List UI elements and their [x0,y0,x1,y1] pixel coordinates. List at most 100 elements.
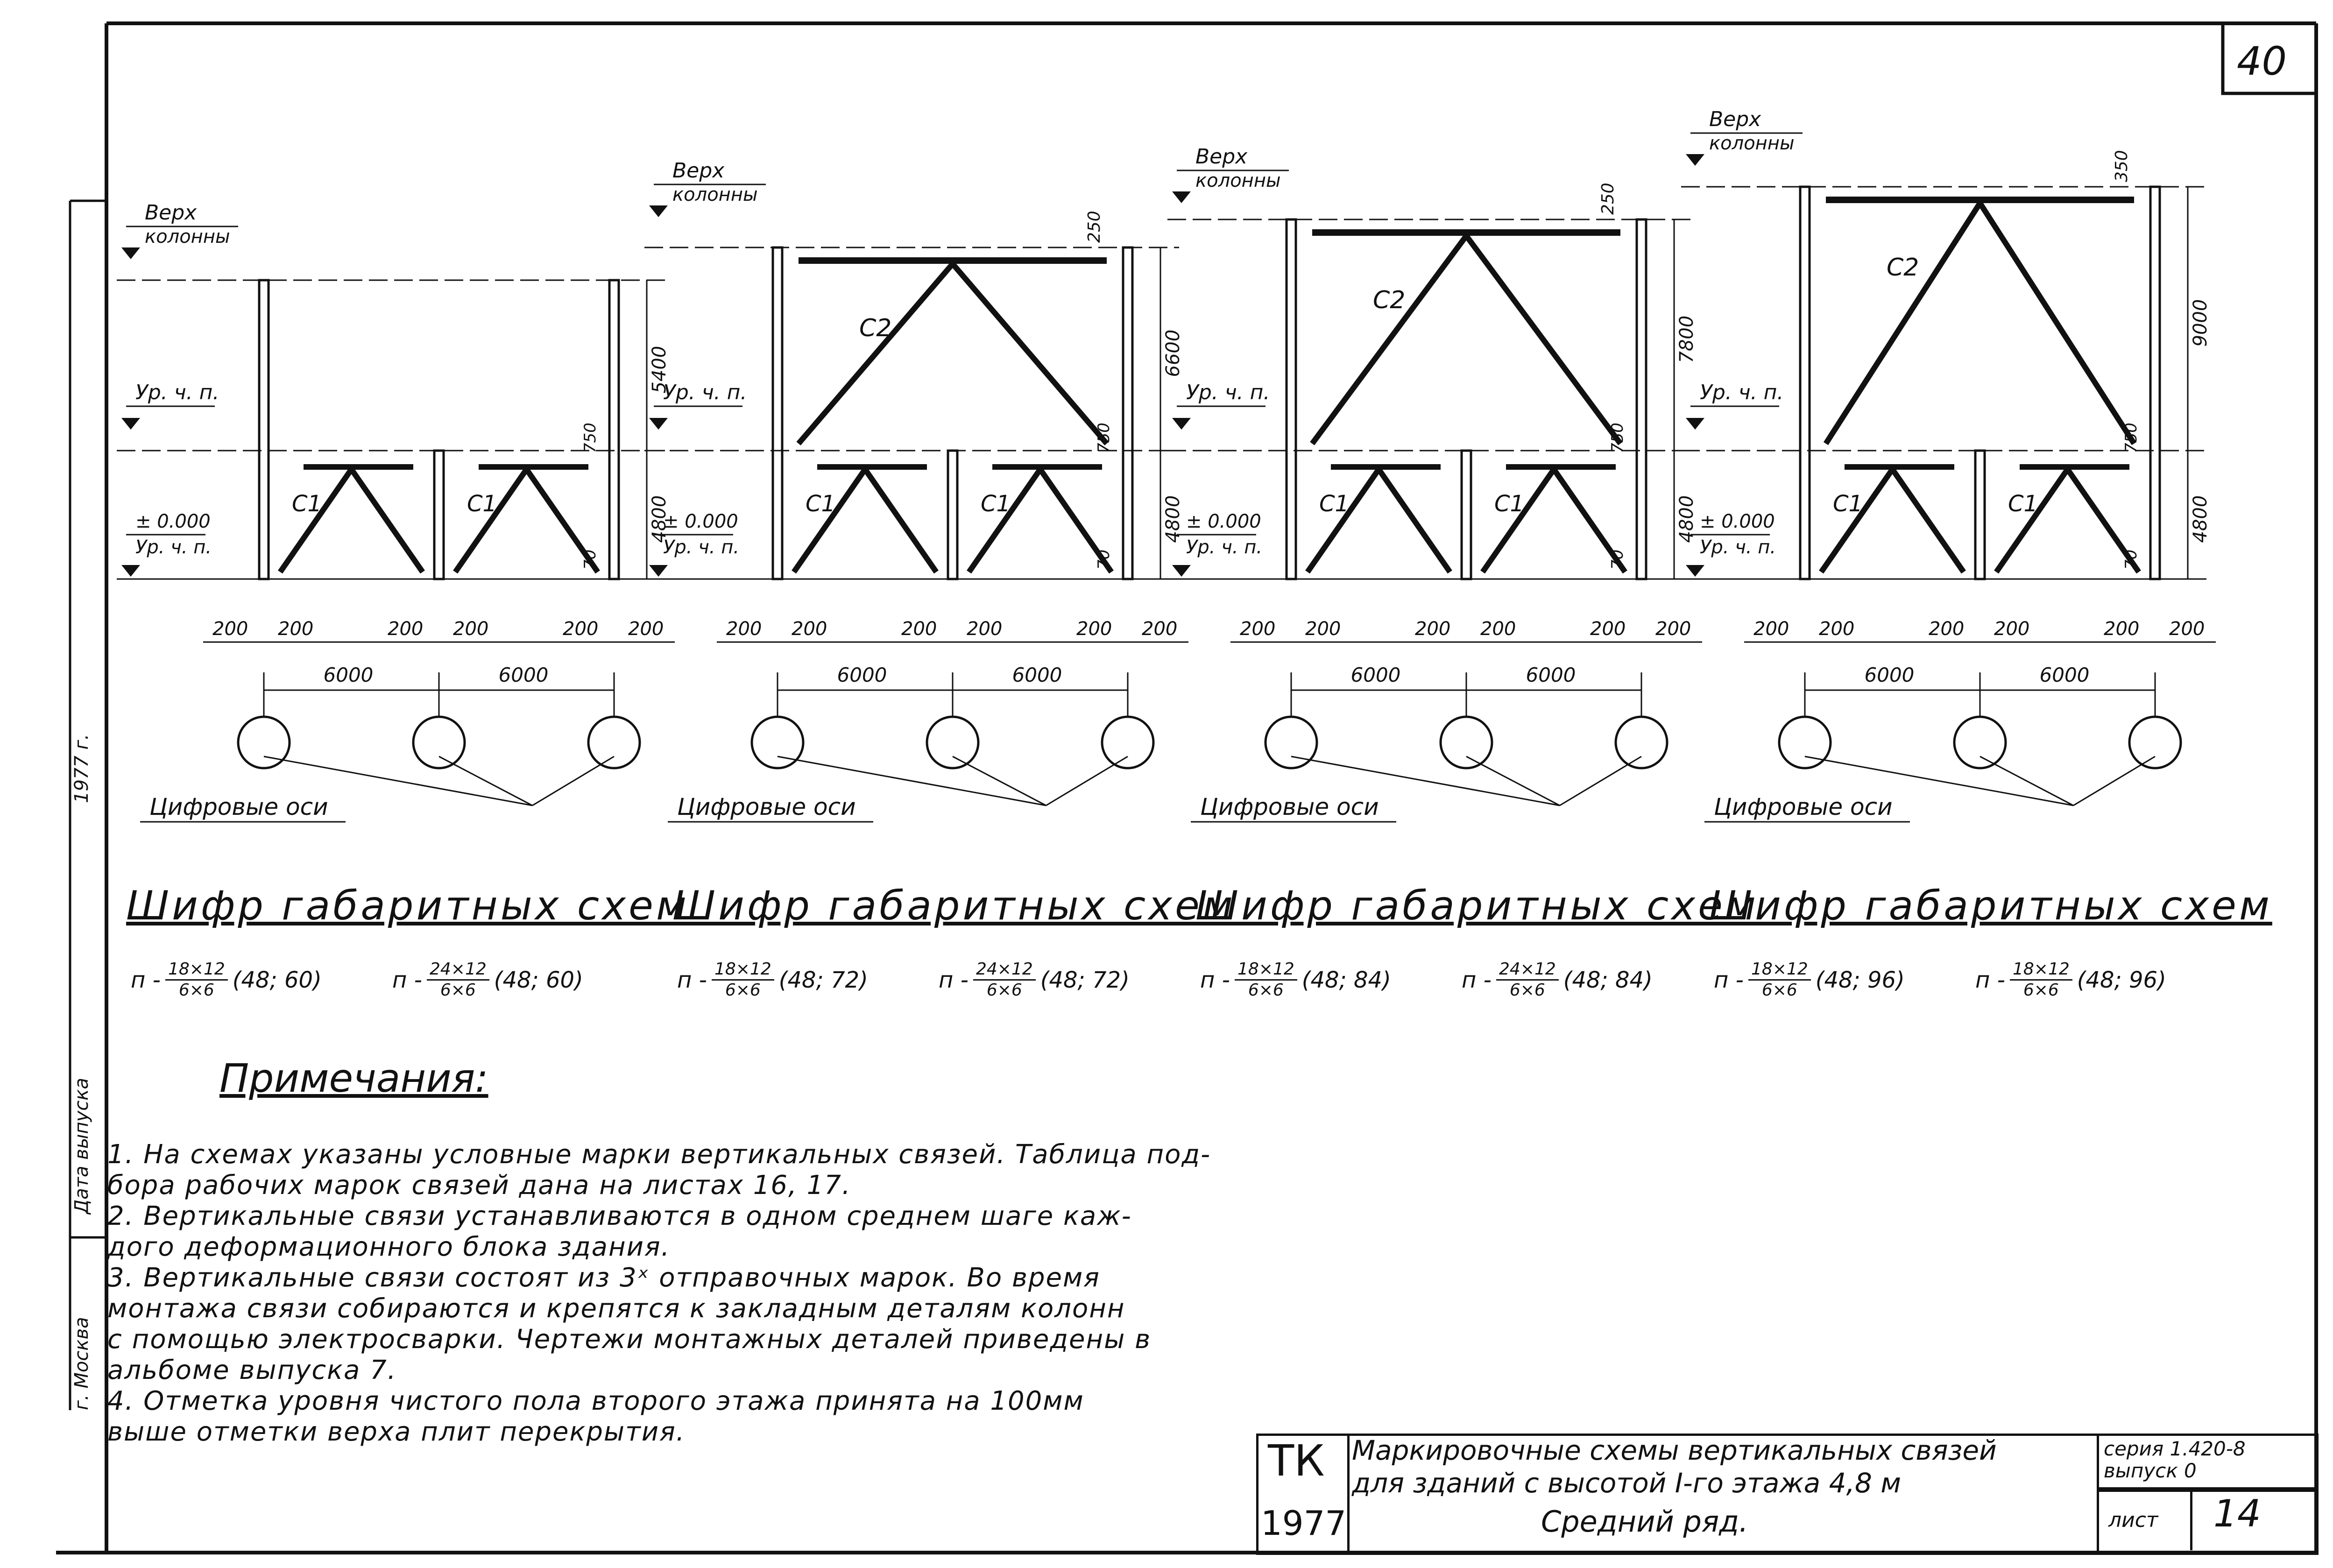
brace-diagonal [1994,467,2070,574]
note-line: бора рабочих марок связей дана на листах… [107,1170,851,1201]
label-column-top-1: Верх [1195,145,1248,169]
code-suffix: (48; 96) [1815,967,1905,993]
axes-pointer [1804,756,2074,806]
code-numerator: 18×12 [1748,960,1811,981]
code-prefix: п - [1462,967,1492,993]
axis-circle [1953,715,2007,770]
axis-circle [2128,715,2182,770]
side-label-date: Дата выпуска [71,1078,92,1214]
label-zero-level-2: Ур. ч. п. [663,537,739,558]
label-zero-level-2: Ур. ч. п. [1186,537,1262,558]
note-line: 1. На схемах указаны условные марки верт… [107,1139,1211,1170]
dim-top: 250 [1598,183,1618,215]
dim-width: 200 [1240,618,1275,640]
code-numerator: 24×12 [1496,960,1559,981]
title-block-year: 1977 [1261,1504,1347,1543]
code-prefix: п - [1714,967,1744,993]
code-denominator: 6×6 [1509,981,1545,1000]
code-denominator: 6×6 [725,981,761,1000]
code-numerator: 18×12 [165,960,228,981]
dim-top: 250 [1085,211,1104,243]
column [1635,218,1647,580]
dim-width: 200 [1819,618,1854,640]
column [433,449,445,580]
dim-span: 6000 [324,664,374,686]
code-prefix: п - [1975,967,2005,993]
axes-label: Цифровые оси [677,793,856,820]
code-title: Шифр габаритных схем [126,883,689,929]
brace-diagonal [1819,467,1895,574]
brace-diagonal [1376,467,1452,574]
title-block-series: серия 1.420-8 [2104,1437,2246,1460]
brace-label-c1: C1 [292,491,322,517]
brace-diagonal [1823,201,1983,445]
dim-width: 200 [2104,618,2139,640]
code-numerator: 18×12 [2009,960,2072,981]
brace-label-c2: C2 [1373,286,1405,314]
code-title: Шифр габаритных схем [672,883,1236,929]
brace-diagonal [1551,467,1627,574]
title-block-line1: Маркировочные схемы вертикальных связей [1352,1434,1997,1466]
code-numerator: 18×12 [1234,960,1297,981]
title-block-org-cell [1256,1434,1350,1555]
dim-width: 200 [1076,618,1112,640]
brace-diagonal [278,467,354,574]
note-line: выше отметки верха плит перекрытия. [107,1417,686,1447]
note-line: монтажа связи собираются и крепятся к за… [107,1293,1125,1324]
column [1799,185,1811,580]
code-suffix: (48; 84) [1563,967,1653,993]
axes-pointer [532,756,615,806]
label-zero-level: ± 0.000 [135,511,211,532]
axis-circle [412,715,466,770]
level-arrow [121,247,140,259]
axis-circle [926,715,980,770]
dim-lower: 4800 [1162,495,1184,543]
code-denominator: 6×6 [440,981,476,1000]
axis-circle [587,715,641,770]
axes-pointer [1291,756,1560,806]
brace-diagonal [1480,467,1556,574]
axes-pointer [777,756,1046,806]
brace-diagonal [2065,467,2141,574]
page-number-box [2221,23,2316,95]
title-block-issue: выпуск 0 [2104,1459,2197,1482]
dim-width: 200 [967,618,1002,640]
level-arrow [1172,191,1191,203]
code-suffix: (48; 72) [778,967,868,993]
brace-diagonal [967,467,1043,574]
code-prefix: п - [939,967,969,993]
title-block-line3: Средний ряд. [1541,1504,1748,1539]
brace-label-c1: C1 [1494,491,1524,517]
dim-span: 6000 [1526,664,1576,686]
dim-70: 70 [2122,550,2141,570]
label-column-top-2: колонны [1709,133,1795,154]
dim-750: 750 [581,423,600,453]
code-denominator: 6×6 [2023,981,2059,1000]
brace-diagonal [1977,201,2137,445]
title-block-sheet-divider [2190,1487,2192,1550]
axis-circle [1614,715,1668,770]
brace-label-c1: C1 [1833,491,1863,517]
axes-pointer [952,756,1046,806]
label-floor-level: Ур. ч. п. [1186,381,1270,404]
code-denominator: 6×6 [1248,981,1284,1000]
code-denominator: 6×6 [178,981,214,1000]
brace-label-c1: C1 [1319,491,1349,517]
dim-upper: 6600 [1162,330,1184,377]
code-numerator: 24×12 [426,960,489,981]
dim-width: 200 [278,618,313,640]
brace-diagonal [1038,467,1114,574]
dim-width: 200 [792,618,827,640]
